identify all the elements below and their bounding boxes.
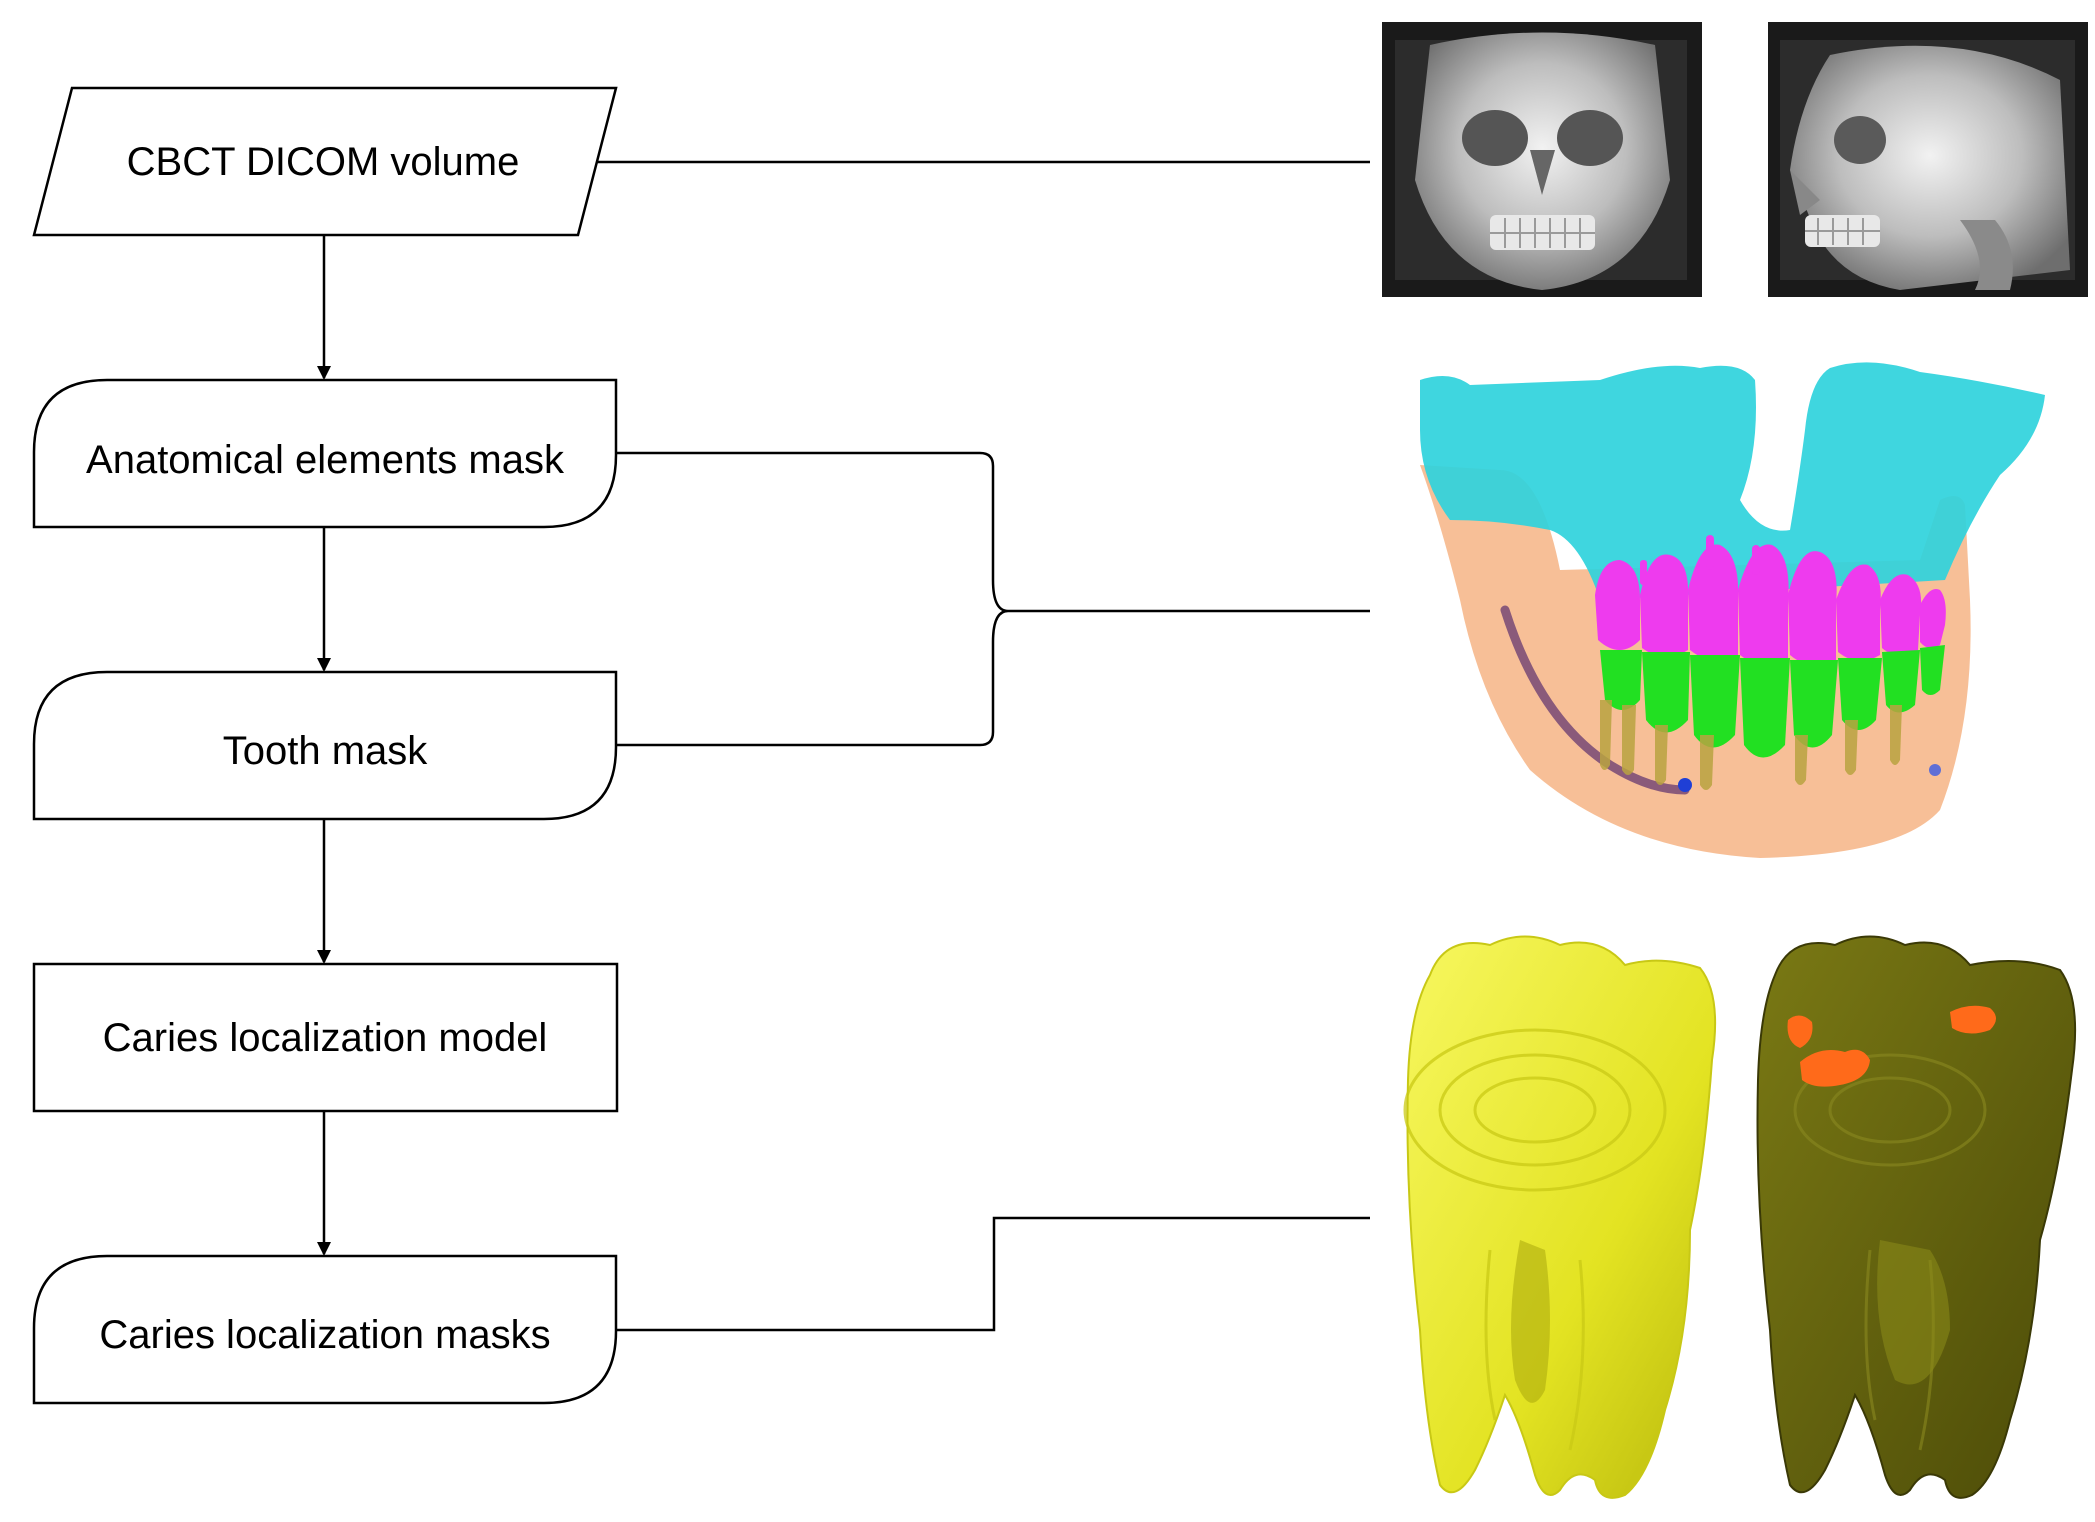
step-anatomical-elements-mask-label: Anatomical elements mask	[86, 438, 565, 482]
step-anatomical-elements-mask: Anatomical elements mask	[32, 378, 618, 529]
caries-lesions	[1787, 1005, 1996, 1087]
cbct-lateral-render	[1768, 22, 2088, 297]
step-cbct-dicom-volume-label: CBCT DICOM volume	[127, 140, 520, 184]
brace-masks-to-jaw	[617, 451, 1009, 747]
step-caries-localization-model: Caries localization model	[32, 962, 619, 1113]
cbct-frontal-render	[1382, 22, 1702, 297]
step-caries-localization-masks: Caries localization masks	[32, 1254, 618, 1405]
connector-masks-to-teeth	[617, 1216, 1370, 1332]
tooth-caries-render	[1756, 935, 2077, 1499]
tooth-surface-render	[1403, 935, 1717, 1499]
step-tooth-mask-label: Tooth mask	[223, 729, 429, 773]
step-caries-localization-model-label: Caries localization model	[103, 1016, 548, 1060]
step-cbct-dicom-volume: CBCT DICOM volume	[32, 86, 618, 237]
step-tooth-mask: Tooth mask	[32, 670, 618, 821]
illustration-connectors	[596, 160, 1370, 1332]
step-caries-localization-masks-label: Caries localization masks	[99, 1313, 550, 1357]
jaw-segmentation-render	[1420, 362, 2045, 858]
